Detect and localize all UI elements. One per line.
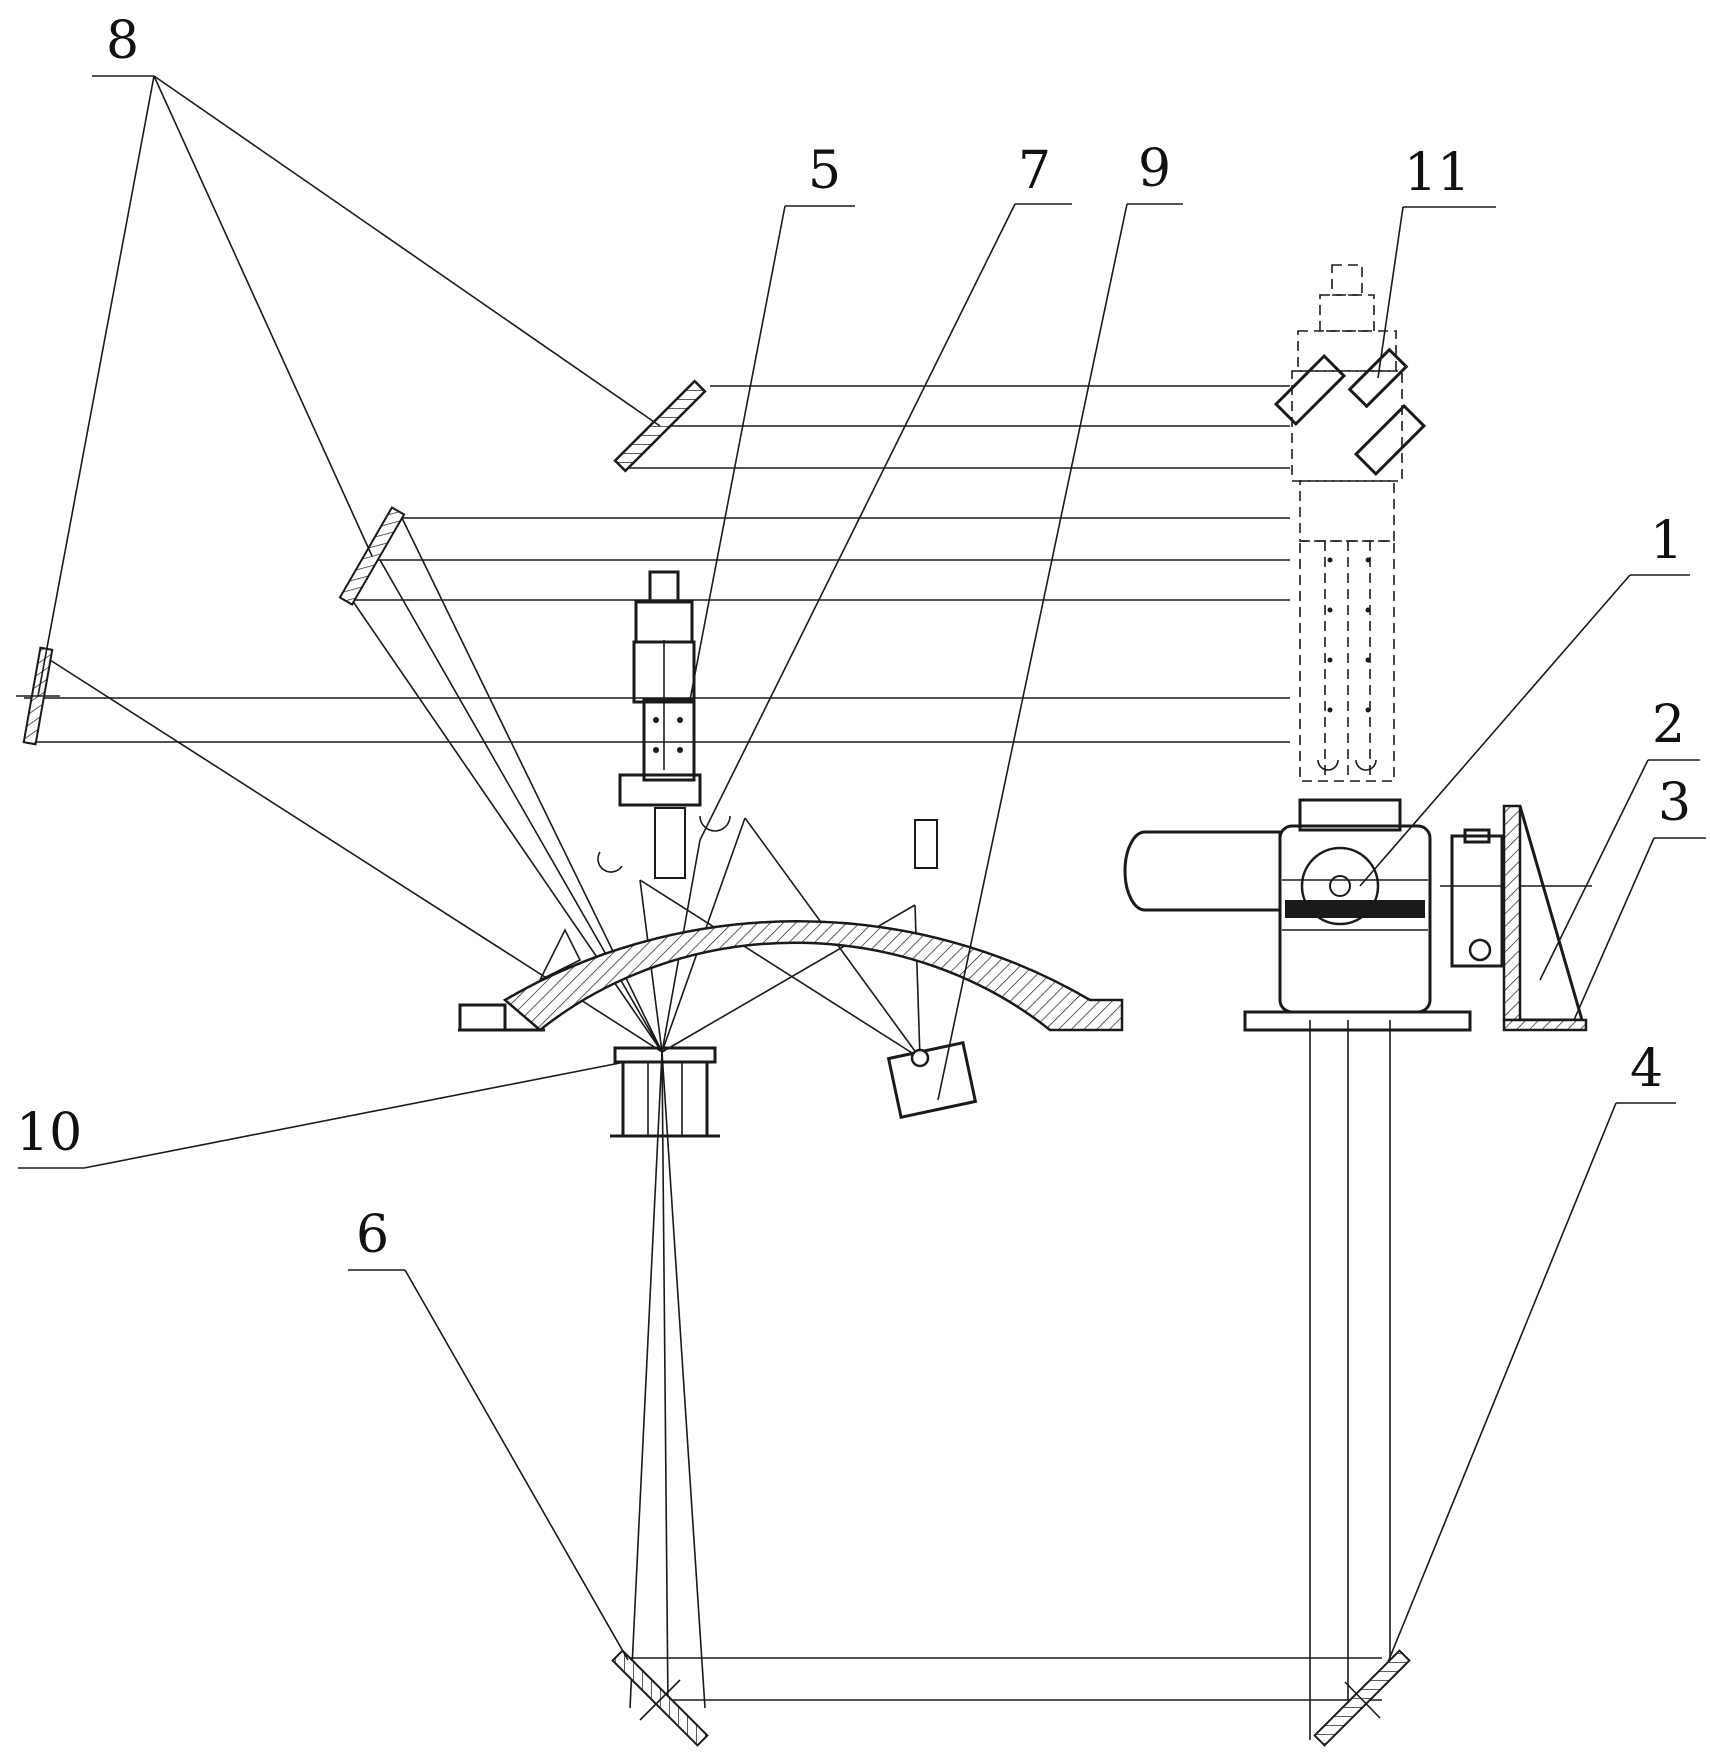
- label-2: 2: [1652, 695, 1685, 755]
- label-11: 11: [1404, 143, 1470, 203]
- part-labels: 8 5 7 9 11 1 2 3 4 10 6: [16, 11, 1691, 1265]
- label-1: 1: [1650, 511, 1683, 571]
- label-10: 10: [16, 1103, 82, 1163]
- label-4: 4: [1630, 1039, 1663, 1099]
- label-6: 6: [356, 1205, 389, 1265]
- label-5: 5: [808, 141, 841, 201]
- return-beams: [620, 1020, 1391, 1740]
- support-3: [1502, 804, 1588, 1032]
- label-8: 8: [106, 11, 139, 71]
- optics-column-11: [1273, 264, 1427, 782]
- detector-9: [886, 1040, 978, 1120]
- leader-lines: [18, 75, 1706, 1663]
- arc-stage: [458, 807, 1124, 1032]
- label-7: 7: [1018, 141, 1051, 201]
- horizontal-beams: [24, 385, 1290, 743]
- sample-holder-10: [610, 1046, 720, 1138]
- mirror-6: [611, 1649, 709, 1747]
- motor-1: [1123, 798, 1472, 1032]
- focus-beams: [49, 517, 921, 1709]
- label-3: 3: [1658, 773, 1691, 833]
- translation-stage-5: [618, 570, 702, 807]
- mirror-4: [1313, 1649, 1411, 1747]
- label-9: 9: [1138, 139, 1171, 199]
